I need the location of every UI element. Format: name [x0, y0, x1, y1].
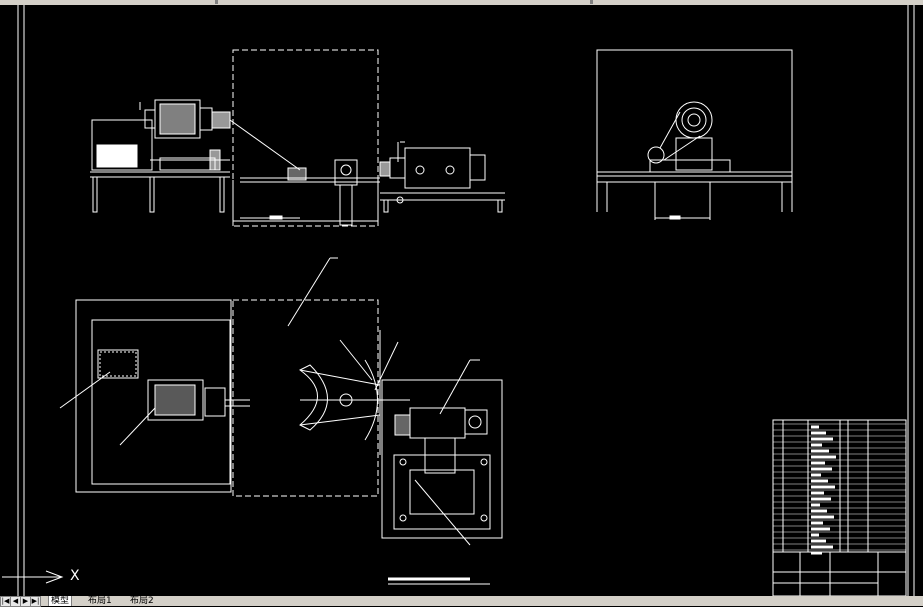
title-block-text-mark — [811, 551, 822, 555]
title-block-text-mark — [811, 425, 819, 429]
title-block-text-mark — [811, 497, 831, 501]
title-block-rows — [773, 423, 906, 555]
title-block-text-mark — [811, 455, 836, 459]
title-block-text-mark — [811, 449, 829, 453]
tab-layout-2[interactable]: 布局2 — [130, 596, 154, 606]
title-block-text-mark — [811, 479, 828, 483]
layout-tab-bar: |◀ ◀ ▶ ▶| 模型 布局1 布局2 — [0, 596, 923, 607]
drawing-border — [17, 5, 915, 596]
tab-layout-1[interactable]: 布局1 — [88, 596, 112, 606]
toolbar-separator — [590, 0, 593, 4]
ucs-x-label: X — [70, 568, 80, 584]
front-view — [90, 49, 505, 227]
title-block-text-mark — [811, 521, 823, 525]
title-block-text-mark — [811, 533, 819, 537]
title-block-text-mark — [811, 539, 826, 543]
scale-bar — [388, 577, 490, 585]
tab-model[interactable]: 模型 — [48, 596, 73, 606]
drawing-canvas[interactable] — [0, 5, 923, 596]
title-block-text-mark — [811, 461, 825, 465]
last-tab-icon[interactable]: ▶| — [30, 596, 41, 607]
title-block-text-mark — [811, 545, 833, 549]
window-top-bar — [0, 0, 923, 5]
leader-lines — [59, 102, 480, 446]
plan-view — [75, 299, 503, 546]
toolbar-separator — [215, 0, 218, 4]
title-block-text-mark — [811, 485, 835, 489]
title-block-text-mark — [811, 437, 833, 441]
title-block-text-mark — [811, 515, 834, 519]
side-view — [596, 49, 793, 220]
title-block-text-mark — [811, 473, 821, 477]
title-block-text-mark — [811, 467, 832, 471]
title-block-text-mark — [811, 491, 824, 495]
title-block-text-mark — [811, 509, 827, 513]
title-block-text-mark — [811, 503, 820, 507]
ucs-axis-icon — [2, 570, 64, 584]
title-block-text-mark — [811, 527, 830, 531]
title-block-text-mark — [811, 443, 822, 447]
title-block-text-mark — [811, 431, 826, 435]
